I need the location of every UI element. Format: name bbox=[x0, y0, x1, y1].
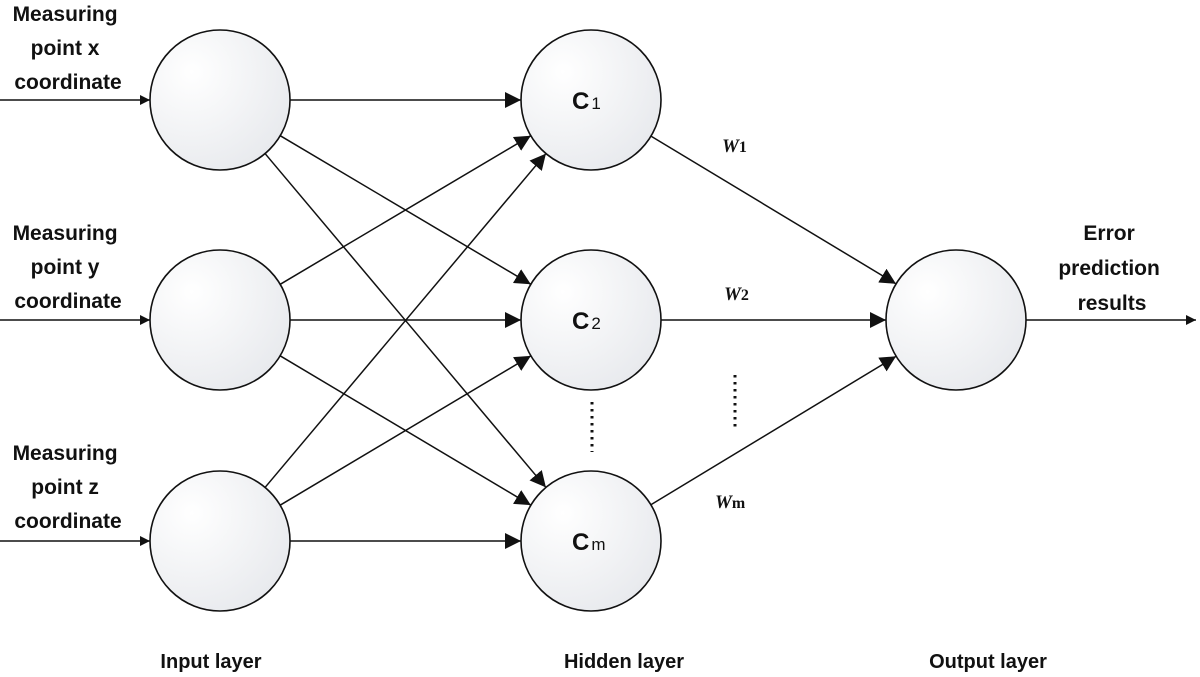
hidden-node-cm bbox=[520, 470, 662, 612]
network-nodes bbox=[149, 29, 1027, 612]
hidden-node-c1 bbox=[520, 29, 662, 171]
input-label-z: Measuring point z coordinate bbox=[13, 442, 124, 533]
hidden-layer-label: Hidden layer bbox=[564, 651, 684, 673]
weight-wm-label: Wm bbox=[715, 492, 746, 513]
input-label-y: Measuring point y coordinate bbox=[13, 222, 124, 313]
edge-input-y-to-c1 bbox=[279, 135, 532, 285]
input-layer-label: Input layer bbox=[160, 651, 261, 673]
edge-input-z-to-c2 bbox=[279, 355, 532, 506]
weight-w2-label: W2 bbox=[724, 284, 749, 305]
connection-edges bbox=[0, 92, 1196, 549]
output-label: Error prediction results bbox=[1058, 222, 1165, 315]
input-node-y bbox=[149, 249, 291, 391]
output-node bbox=[885, 249, 1027, 391]
input-node-z bbox=[149, 470, 291, 612]
hidden-node-c2 bbox=[520, 249, 662, 391]
output-layer-label: Output layer bbox=[929, 651, 1047, 673]
weight-w1-label: W1 bbox=[722, 136, 747, 157]
edge-weight-wm bbox=[650, 355, 897, 506]
input-label-x: Measuring point x coordinate bbox=[13, 3, 124, 94]
edge-input-z-to-c1 bbox=[264, 153, 547, 488]
input-node-x bbox=[149, 29, 291, 171]
edge-weight-w1 bbox=[650, 135, 897, 285]
